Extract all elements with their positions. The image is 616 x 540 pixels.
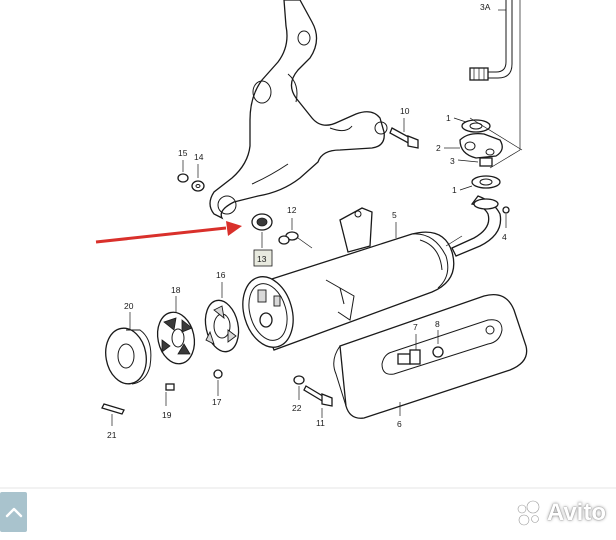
label-10: 10 [400, 106, 410, 116]
muffler-end-cap [242, 276, 294, 348]
bolt-11-washer-22 [293, 375, 333, 418]
label-8: 8 [435, 319, 440, 329]
label-13: 13 [257, 254, 267, 264]
bolt-12 [278, 218, 313, 249]
label-16: 16 [216, 270, 226, 280]
avito-dots-logo [517, 500, 540, 526]
label-17: 17 [212, 397, 222, 407]
label-13-box [253, 249, 273, 267]
coupling-18 [156, 296, 196, 406]
flange-16 [204, 282, 240, 396]
flange-group [444, 117, 523, 191]
bushing-13 [251, 213, 273, 248]
label-1-top: 1 [446, 113, 451, 123]
label-21: 21 [107, 430, 117, 440]
heat-shield-6 [333, 293, 528, 419]
label-15: 15 [178, 148, 188, 158]
sensor-pipe [469, 0, 513, 81]
label-19: 19 [162, 410, 172, 420]
label-1-bottom: 1 [452, 185, 457, 195]
avito-watermark: Avito [513, 498, 606, 528]
chevron-up-icon [5, 507, 22, 518]
label-6: 6 [397, 419, 402, 429]
bolt-10 [389, 118, 419, 149]
scroll-up-button[interactable] [0, 492, 27, 532]
part-number-labels: 3A 10 1 2 3 1 4 15 14 12 5 13 16 18 20 7… [107, 2, 507, 440]
label-3a: 3A [480, 2, 491, 12]
label-12: 12 [287, 205, 297, 215]
label-4: 4 [502, 232, 507, 242]
label-11: 11 [316, 418, 325, 428]
drum-20 [105, 312, 152, 385]
frame-bracket [209, 0, 388, 220]
bolts-7-8 [409, 330, 444, 365]
nut-15-washer-14 [177, 160, 205, 192]
red-pointer-arrow [95, 221, 242, 244]
label-7: 7 [413, 322, 418, 332]
label-3: 3 [450, 156, 455, 166]
label-22: 22 [292, 403, 302, 413]
label-2: 2 [436, 143, 441, 153]
label-18: 18 [171, 285, 181, 295]
muffler-5 [249, 207, 463, 351]
label-20: 20 [124, 301, 134, 311]
avito-brand-text: Avito [546, 499, 606, 526]
bolt-21 [101, 403, 125, 426]
label-5: 5 [392, 210, 397, 220]
exhaust-pipe [451, 195, 510, 257]
label-14: 14 [194, 152, 204, 162]
